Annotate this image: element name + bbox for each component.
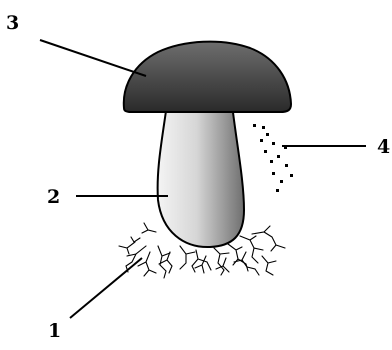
mushroom-stem: [158, 104, 244, 247]
mushroom-cap: [124, 42, 291, 112]
spores: [253, 124, 293, 192]
label-cap-number: 3: [6, 14, 19, 33]
label-stem-number: 2: [47, 188, 60, 207]
label-mycelium-number: 1: [48, 322, 61, 341]
leader-line-mycelium: [70, 258, 142, 318]
leader-line-cap: [40, 40, 146, 76]
label-spores-number: 4: [377, 138, 390, 157]
